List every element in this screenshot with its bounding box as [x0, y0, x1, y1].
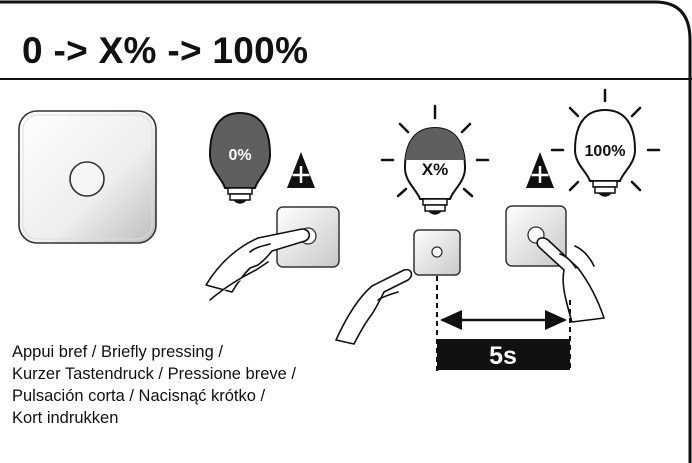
caption-line: Kurzer Tastendruck / Pressione breve / — [12, 365, 296, 383]
light-rays — [550, 88, 661, 192]
caption: Appui bref / Briefly pressing / Kurzer T… — [12, 341, 296, 429]
hand-icon-3 — [536, 237, 605, 323]
duration-arrow — [440, 310, 567, 330]
switch-small — [413, 229, 461, 276]
bulb-partial-label: X% — [422, 160, 448, 179]
plus-warning-icon — [287, 152, 315, 188]
switch-button — [69, 161, 105, 197]
caption-line: Kort indrukken — [12, 409, 119, 427]
hand-icon-1 — [205, 228, 311, 301]
plus-warning-icon — [526, 152, 554, 188]
diagram-title: 0 -> X% -> 100% — [22, 30, 309, 71]
hand-icon-2 — [335, 268, 413, 345]
timer-bar — [437, 339, 570, 370]
caption-line: Appui bref / Briefly pressing / — [12, 343, 223, 361]
wall-switch — [18, 110, 157, 244]
bulb-partial-icon: X% — [380, 104, 490, 215]
bulb-off-label: 0% — [228, 147, 251, 164]
light-rays — [380, 104, 490, 198]
bulb-full-icon: 100% — [550, 88, 661, 197]
bulb-full-label: 100% — [585, 143, 626, 160]
bulb-off-icon: 0% — [208, 111, 272, 204]
caption-line: Pulsación corta / Nacisnąć krótko / — [12, 387, 266, 405]
timer-label: 5s — [489, 342, 517, 370]
